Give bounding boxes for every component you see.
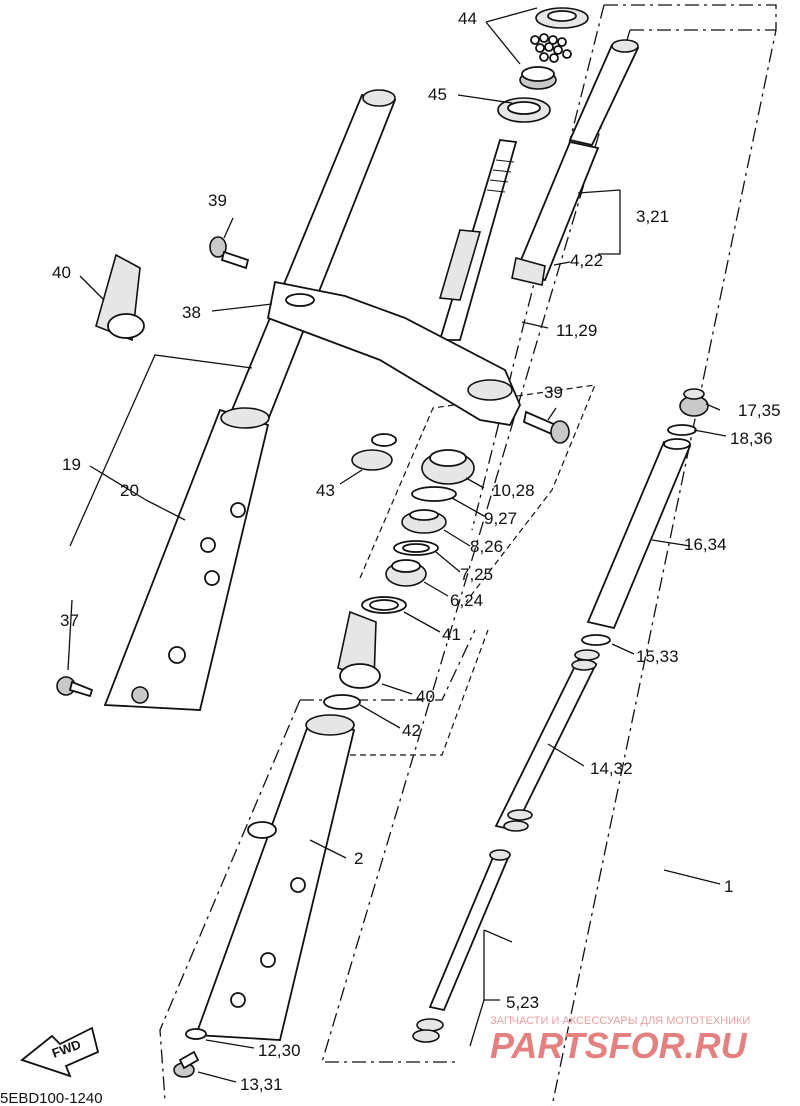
callout-4-22: 4,22 xyxy=(570,251,603,270)
callout-labels: 44 45 3,21 4,22 11,29 39 39 40 38 17,35 … xyxy=(52,9,781,1094)
bolt-13 xyxy=(173,1050,200,1078)
steering-stem xyxy=(438,139,518,341)
callout-11-29: 11,29 xyxy=(556,321,597,340)
callout-6-24: 6,24 xyxy=(450,591,483,610)
fwd-arrow: FWD xyxy=(20,1026,100,1078)
fork-spring-14 xyxy=(494,649,600,832)
callout-40-upper: 40 xyxy=(52,263,71,282)
callout-45: 45 xyxy=(428,85,447,104)
spacer-16 xyxy=(586,438,692,630)
washer-15 xyxy=(581,634,611,646)
bush-6 xyxy=(385,559,427,587)
callout-19: 19 xyxy=(62,455,81,474)
callout-3-21: 3,21 xyxy=(636,207,669,226)
watermark-brand: PARTSFOR.RU xyxy=(490,1025,748,1066)
cap-bolt-17 xyxy=(679,388,709,417)
callout-42: 42 xyxy=(402,721,421,740)
callout-1: 1 xyxy=(724,877,733,896)
bolt-37 xyxy=(56,676,94,698)
callout-17-35: 17,35 xyxy=(738,401,781,420)
bearing-race-upper xyxy=(535,7,589,29)
callout-15-33: 15,33 xyxy=(636,647,679,666)
callout-14-32: 14,32 xyxy=(590,759,633,778)
fork-cover-40-lower xyxy=(337,610,381,689)
callout-40-lower: 40 xyxy=(416,687,435,706)
clip-9 xyxy=(411,486,457,502)
watermark-tagline: ЗАПЧАСТИ И АКСЕССУАРЫ ДЛЯ МОТОТЕХНИКИ xyxy=(490,1015,750,1027)
left-outer-tube xyxy=(103,407,270,711)
diagram-code: 5EBD100-1240 xyxy=(0,1090,103,1106)
callout-8-26: 8,26 xyxy=(470,537,503,556)
callout-9-27: 9,27 xyxy=(484,509,517,528)
bolt-39-lower xyxy=(522,410,570,444)
callout-13-31: 13,31 xyxy=(240,1075,283,1094)
assembly-outline-right xyxy=(321,4,777,1106)
gasket-12 xyxy=(185,1028,207,1040)
ring-42 xyxy=(323,694,361,710)
callout-5-23: 5,23 xyxy=(506,993,539,1012)
callout-12-30: 12,30 xyxy=(258,1041,301,1060)
oil-seal-10 xyxy=(421,449,475,485)
under-bracket xyxy=(266,280,521,426)
callout-44: 44 xyxy=(458,9,477,28)
right-inner-tube xyxy=(511,39,640,286)
fork-cover-40-upper xyxy=(95,253,145,342)
callout-18-36: 18,36 xyxy=(730,429,773,448)
callout-43: 43 xyxy=(316,481,335,500)
callout-39-lower: 39 xyxy=(544,383,563,402)
oil-seal-8 xyxy=(401,509,447,534)
callout-20: 20 xyxy=(120,481,139,500)
ring-41 xyxy=(361,596,407,614)
washer-7 xyxy=(393,540,439,556)
watermark: ЗАПЧАСТИ И АКСЕССУАРЫ ДЛЯ МОТОТЕХНИКИ PA… xyxy=(490,1015,750,1066)
damper-rod-5 xyxy=(412,849,511,1043)
callout-7-25: 7,25 xyxy=(460,565,493,584)
left-inner-tube xyxy=(230,89,397,422)
callout-10-28: 10,28 xyxy=(492,481,535,500)
callout-16-34: 16,34 xyxy=(684,535,727,554)
dust-seal-45 xyxy=(497,97,551,123)
leader-lines xyxy=(67,7,727,1083)
callout-39-upper: 39 xyxy=(208,191,227,210)
steel-balls xyxy=(530,33,572,63)
bolt-39-upper xyxy=(209,236,250,270)
callout-38: 38 xyxy=(182,303,201,322)
outer-tube-2 xyxy=(194,714,356,1041)
bearing-cone xyxy=(519,66,557,90)
o-ring-18 xyxy=(667,424,697,436)
callout-2: 2 xyxy=(354,849,363,868)
collar-43 xyxy=(351,433,397,471)
callout-41: 41 xyxy=(442,625,461,644)
callout-37: 37 xyxy=(60,611,79,630)
